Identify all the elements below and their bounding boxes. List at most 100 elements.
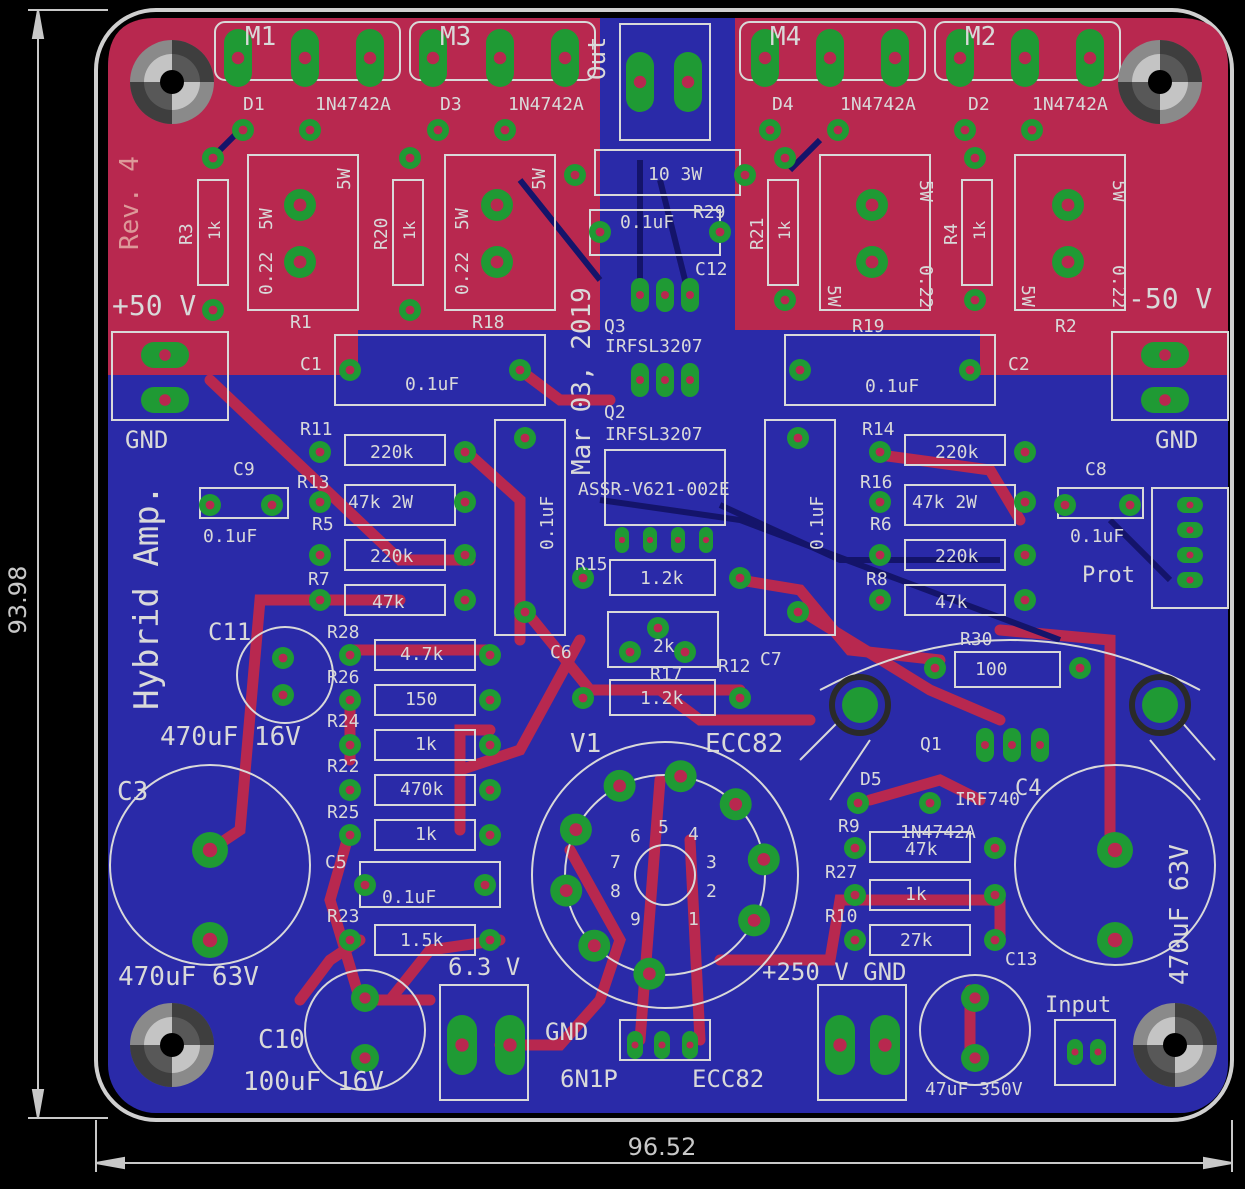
- drill: [515, 365, 525, 375]
- drill: [636, 291, 644, 299]
- drill: [795, 365, 805, 375]
- r-label: R5: [312, 514, 334, 535]
- supply-label: 6.3 V: [448, 953, 520, 981]
- dimension-lines: [28, 9, 1233, 1172]
- drill: [970, 153, 980, 163]
- drill: [653, 623, 663, 633]
- c-label: C8: [1085, 459, 1107, 480]
- q-label: Q1: [920, 734, 942, 755]
- c-label: C11: [208, 618, 251, 646]
- c-value: 0.1uF: [203, 526, 257, 547]
- r-label: R21: [747, 217, 768, 250]
- drill: [267, 500, 277, 510]
- drill: [359, 1052, 371, 1064]
- drill: [559, 884, 573, 898]
- drill: [850, 843, 860, 853]
- r-label: R12: [718, 656, 751, 677]
- bottom-traces: [207, 127, 1173, 643]
- r-value: 27k: [900, 930, 933, 951]
- r-watt: 5W: [529, 168, 550, 190]
- tube-pin: 8: [610, 881, 621, 902]
- drill: [433, 125, 443, 135]
- drill: [661, 291, 669, 299]
- diode-part: 1N4742A: [508, 94, 584, 115]
- r-value: 47k: [905, 839, 938, 860]
- drill: [735, 573, 745, 583]
- r-value: 100: [975, 659, 1008, 680]
- v-part: ECC82: [705, 729, 783, 759]
- drill: [360, 880, 370, 890]
- drill: [823, 51, 837, 65]
- r-label: R26: [327, 667, 360, 688]
- drill: [642, 967, 656, 981]
- drill: [278, 690, 288, 700]
- drill: [633, 75, 647, 89]
- r-label: R22: [327, 756, 360, 777]
- drill: [1020, 550, 1030, 560]
- drill: [159, 349, 171, 361]
- r-value: 1k: [205, 220, 224, 240]
- tube-pin: 5: [658, 817, 669, 838]
- r-watt: 5W: [1017, 285, 1038, 307]
- height-dimension: 93.98: [4, 566, 32, 635]
- c-label: C4: [1015, 776, 1042, 801]
- diode-part: 1N4742A: [900, 822, 976, 843]
- drill: [1020, 497, 1030, 507]
- drill: [1186, 551, 1194, 559]
- drill: [793, 607, 803, 617]
- r-value: 1.5k: [400, 930, 444, 951]
- drill: [680, 647, 690, 657]
- drill: [1036, 741, 1044, 749]
- drill: [981, 741, 989, 749]
- drill: [485, 740, 495, 750]
- drill: [405, 153, 415, 163]
- r-label: R8: [866, 569, 888, 590]
- r-value: 47k 2W: [912, 492, 977, 513]
- top-copper-pour: [735, 18, 1228, 330]
- r-value: 1k: [905, 884, 927, 905]
- drill: [293, 255, 307, 269]
- drill: [460, 550, 470, 560]
- drill: [315, 595, 325, 605]
- drill: [305, 125, 315, 135]
- r-label: R10: [825, 906, 858, 927]
- r-value: 47k 2W: [348, 492, 413, 513]
- drill: [1186, 576, 1194, 584]
- drill: [569, 823, 583, 837]
- drill: [490, 255, 504, 269]
- r-label: R25: [327, 802, 360, 823]
- drill: [1027, 125, 1037, 135]
- r-label: R27: [825, 862, 858, 883]
- c-label: C12: [695, 259, 728, 280]
- drill: [674, 536, 682, 544]
- drill: [702, 536, 710, 544]
- heatsink-outline: [799, 639, 1216, 801]
- drill: [969, 1052, 981, 1064]
- date-label: Mar 03, 2019: [567, 287, 597, 475]
- drill: [970, 295, 980, 305]
- drill: [735, 693, 745, 703]
- c-value: 0.1uF: [865, 376, 919, 397]
- supply-label: +250 V GND: [762, 958, 907, 986]
- drill: [875, 447, 885, 457]
- supply-label: +50 V: [112, 289, 196, 322]
- drill: [990, 890, 1000, 900]
- c-value: 0.1uF: [537, 496, 558, 550]
- drill: [990, 843, 1000, 853]
- r-label: R6: [870, 514, 892, 535]
- drill: [1186, 526, 1194, 534]
- drill: [878, 1038, 892, 1052]
- drill: [661, 376, 669, 384]
- r-watt: 5W: [256, 208, 277, 230]
- corner-mounts: [130, 40, 1217, 1087]
- c-value: 0.1uF: [807, 496, 828, 550]
- r-watt: 5W: [823, 285, 844, 307]
- drill: [990, 935, 1000, 945]
- drill: [159, 394, 171, 406]
- drill: [460, 447, 470, 457]
- ic-part: ASSR-V621-002E: [578, 479, 730, 500]
- prot-label: Prot: [1082, 563, 1135, 588]
- drill: [363, 51, 377, 65]
- drill: [315, 550, 325, 560]
- drill: [793, 433, 803, 443]
